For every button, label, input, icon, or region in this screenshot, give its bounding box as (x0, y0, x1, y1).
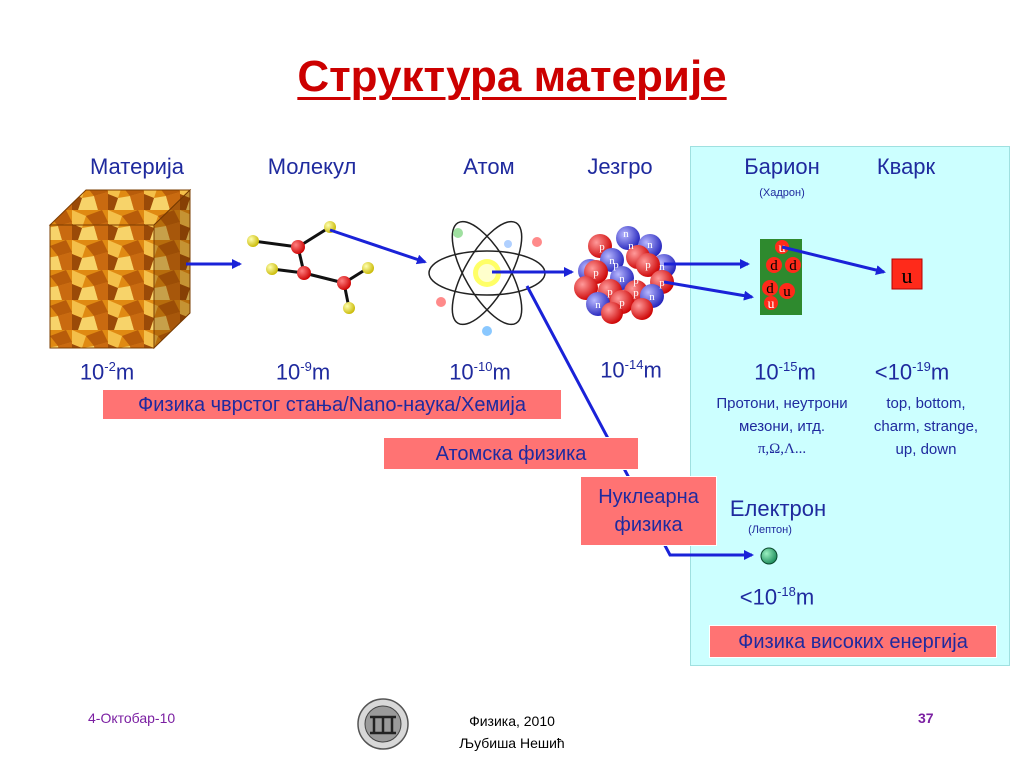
crystal-cube-image (48, 188, 192, 350)
nuclear-physics-label: Нуклеарна физика (580, 476, 717, 546)
scale-atom: 10-10m (449, 359, 511, 385)
nucleon-label: n (623, 228, 629, 240)
header-jezgro: Језгро (587, 154, 653, 179)
nucleon-label: n (609, 255, 615, 267)
nucleon-label: p (607, 286, 613, 298)
page-number: 37 (918, 710, 934, 726)
nucleon-label: n (647, 239, 653, 251)
quark-image: u (891, 258, 923, 290)
baryon-image: u d d d u u (760, 239, 802, 315)
footer-course: Физика, 2010 Љубиша Нешић (459, 713, 565, 751)
nucleon-label: p (633, 287, 639, 299)
nucleon-label: n (619, 273, 625, 285)
nucleon-label: n (628, 240, 634, 252)
university-seal-icon (357, 698, 409, 750)
nucleon-label: p (659, 277, 665, 289)
barion-description: Протони, неутрони мезони, итд. π,Ω,Λ... (716, 395, 848, 457)
nucleon-label: p (599, 241, 605, 253)
atom-image (428, 220, 546, 336)
header-barion: Барион (744, 154, 820, 179)
quark-label: d (766, 281, 774, 297)
scale-barion: 10-15m (754, 359, 816, 385)
quark-label: u (768, 297, 775, 312)
quark-label: u (783, 284, 791, 300)
nucleon-label: p (593, 267, 599, 279)
footer-date: 4-Октобар-10 (88, 710, 176, 726)
header-materia: Материја (89, 154, 185, 179)
atomic-physics-label: Атомска физика (383, 437, 639, 470)
nucleon-label: n (595, 299, 601, 311)
molecule-image (247, 221, 374, 314)
electron-image (760, 547, 778, 565)
nucleus-image: p n n n n p p p n n p p p p n n p (574, 226, 676, 324)
nucleon-label: p (613, 259, 619, 271)
header-kvark: Кварк (876, 154, 936, 179)
scale-jezgro: 10-14m (600, 357, 662, 383)
arrows (186, 228, 886, 560)
nucleon-label: p (619, 297, 625, 309)
nucleon-label: p (645, 259, 651, 271)
high-energy-region (690, 146, 1010, 666)
nucleon-label: p (633, 275, 639, 287)
header-atom: Атом (463, 154, 515, 179)
quark-label: u (902, 263, 913, 288)
solid-state-physics-label: Физика чврстог стања/Nano-наука/Хемија (102, 389, 562, 420)
header-barion-sub: (Хадрон) (759, 187, 805, 199)
nucleon-label: n (649, 291, 655, 303)
header-molekul: Молекул (267, 154, 357, 179)
high-energy-physics-label: Физика високих енергија (709, 625, 997, 658)
scale-kvark: <10-19m (874, 359, 950, 385)
scale-materia: 10-2m (79, 359, 135, 385)
quark-label: d (789, 258, 797, 274)
quark-label: d (770, 258, 778, 274)
header-elektron: Електрон (729, 496, 827, 521)
kvark-description: top, bottom, charm, strange, up, down (873, 395, 979, 458)
scale-molekul: 10-9m (275, 359, 331, 385)
nucleon-label: n (659, 261, 665, 273)
slide-title: Структура материје (297, 52, 727, 101)
scale-elektron: <10-18m (739, 584, 815, 610)
header-elektron-sub: (Лептон) (748, 524, 792, 536)
